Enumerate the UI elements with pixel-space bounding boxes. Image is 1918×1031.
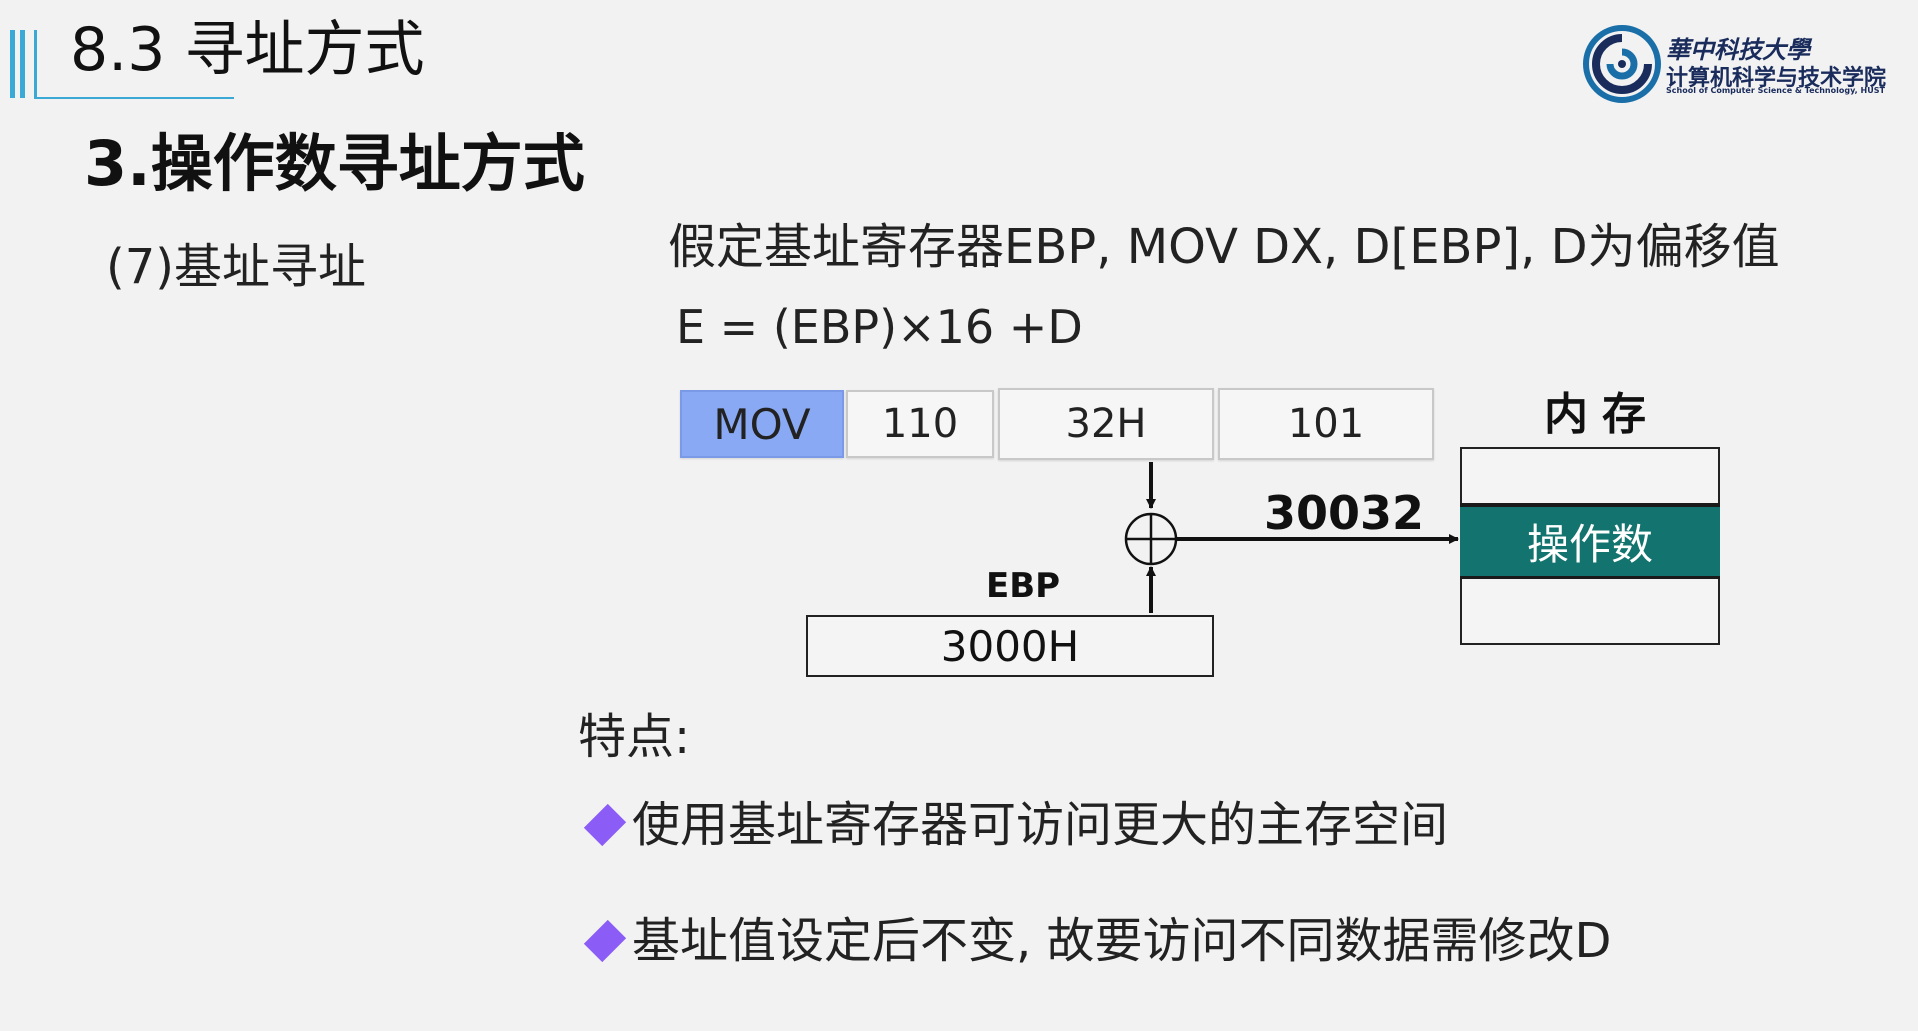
logo-university-name: 華中科技大學 <box>1666 35 1810 64</box>
diamond-bullet-icon <box>583 919 627 963</box>
instruction-field-32h: 32H <box>998 388 1214 460</box>
register-label: EBP <box>986 566 1061 606</box>
effective-address-label: 30032 <box>1264 486 1425 540</box>
feature-text-2: 基址值设定后不变, 故要访问不同数据需修改D <box>632 913 1612 969</box>
instruction-opcode-field: MOV <box>680 390 844 458</box>
memory-operand-cell: 操作数 <box>1460 503 1720 579</box>
instruction-field-101: 101 <box>1218 388 1434 460</box>
item-label: (7)基址寻址 <box>106 239 366 295</box>
header-underline <box>34 97 234 99</box>
instruction-field-110: 110 <box>846 390 994 458</box>
feature-bullet-1: 使用基址寄存器可访问更大的主存空间 <box>583 790 1449 860</box>
feature-text-1: 使用基址寄存器可访问更大的主存空间 <box>632 797 1449 853</box>
header-accent-bar-3 <box>34 30 37 98</box>
adder-icon <box>1124 512 1178 566</box>
university-logo: 華中科技大學 计算机科学与技术学院 School of Computer Sci… <box>1582 24 1894 104</box>
logo-school-name: 计算机科学与技术学院 <box>1666 66 1887 91</box>
register-value-box: 3000H <box>806 615 1214 677</box>
diamond-bullet-icon <box>583 803 627 847</box>
logo-school-english: School of Computer Science & Technology,… <box>1666 86 1885 95</box>
header-accent-bar-2 <box>20 30 25 98</box>
hust-emblem-icon <box>1583 25 1661 103</box>
feature-bullet-2: 基址值设定后不变, 故要访问不同数据需修改D <box>583 906 1612 976</box>
statement-text: 假定基址寄存器EBP, MOV DX, D[EBP], D为偏移值 <box>668 219 1780 275</box>
header-accent-bar-1 <box>10 30 15 98</box>
address-formula: E = (EBP)×16 +D <box>676 300 1083 354</box>
slide-subtitle: 3.操作数寻址方式 <box>84 127 585 200</box>
section-title: 8.3 寻址方式 <box>70 15 425 85</box>
memory-title: 内存 <box>1544 389 1660 440</box>
features-title: 特点: <box>578 709 691 765</box>
